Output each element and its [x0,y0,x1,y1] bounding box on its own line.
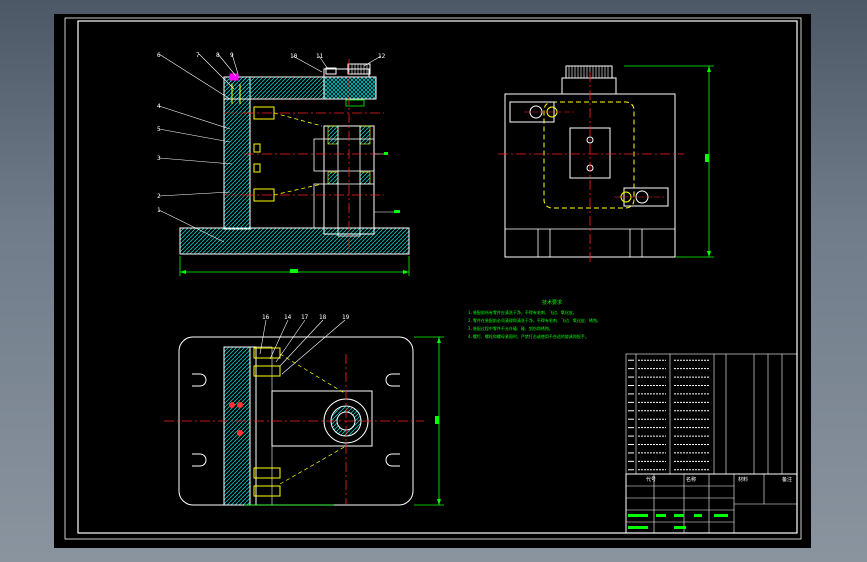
balloon-17: 17 [301,314,309,321]
technical-requirements: 技术要求 1.装配前所有零件应清洗干净，不得有毛刺、飞边、氧化皮。 2.零件在装… [468,299,601,339]
bom-col-material: 材料 [738,476,748,483]
sheet-border-outer [64,17,802,540]
title-block-green-cells [628,514,728,529]
bom-header: 代号 名称 材料 备注 [646,476,792,483]
bom-col-code: 代号 [646,476,656,483]
plan-view-balloons: 16 14 17 18 19 [262,314,350,321]
balloon-19: 19 [342,314,350,321]
bom-col-remark: 备注 [782,476,792,483]
balloon-6: 6 [157,52,161,59]
balloon-2: 2 [157,193,161,200]
tech-req-line-1: 1.装配前所有零件应清洗干净，不得有毛刺、飞边、氧化皮。 [468,309,577,315]
balloon-14: 14 [284,314,292,321]
balloon-10: 10 [290,53,298,60]
plan-view [164,336,444,506]
balloon-12: 12 [378,53,386,60]
tech-req-line-4: 4.螺钉、螺栓和螺母紧固时，严禁打击或使用不合适的旋具和扳手。 [468,333,589,339]
tech-req-line-3: 3.装配过程中零件不允许磕、碰、划伤和锈蚀。 [468,325,553,331]
balloon-3: 3 [157,155,161,162]
front-view-leaders [158,53,382,243]
balloon-11: 11 [316,53,324,60]
tech-req-title: 技术要求 [542,299,562,306]
balloon-18: 18 [319,314,327,321]
tech-req-line-2: 2.零件在装配前必须清理和清洗干净，不得有毛刺、飞边、氧化皮、锈蚀。 [468,317,601,323]
front-view-balloons: 6 7 8 9 10 11 12 4 5 3 2 1 [157,52,386,214]
bill-of-materials [625,353,798,534]
cad-drawing: 6 7 8 9 10 11 12 4 5 3 2 1 [64,17,802,540]
balloon-8: 8 [216,52,220,59]
bom-rows [628,359,710,471]
balloon-16: 16 [262,314,270,321]
balloon-5: 5 [157,126,161,133]
side-view [498,65,714,264]
balloon-1: 1 [157,207,161,214]
cad-drawing-viewport[interactable]: 6 7 8 9 10 11 12 4 5 3 2 1 [54,14,811,548]
sheet-border-inner [77,20,798,534]
balloon-4: 4 [157,103,161,110]
bom-col-name: 名称 [686,476,696,483]
front-section-view [179,59,410,276]
plan-view-leaders [259,319,346,375]
balloon-7: 7 [196,52,200,59]
balloon-9: 9 [230,52,234,59]
